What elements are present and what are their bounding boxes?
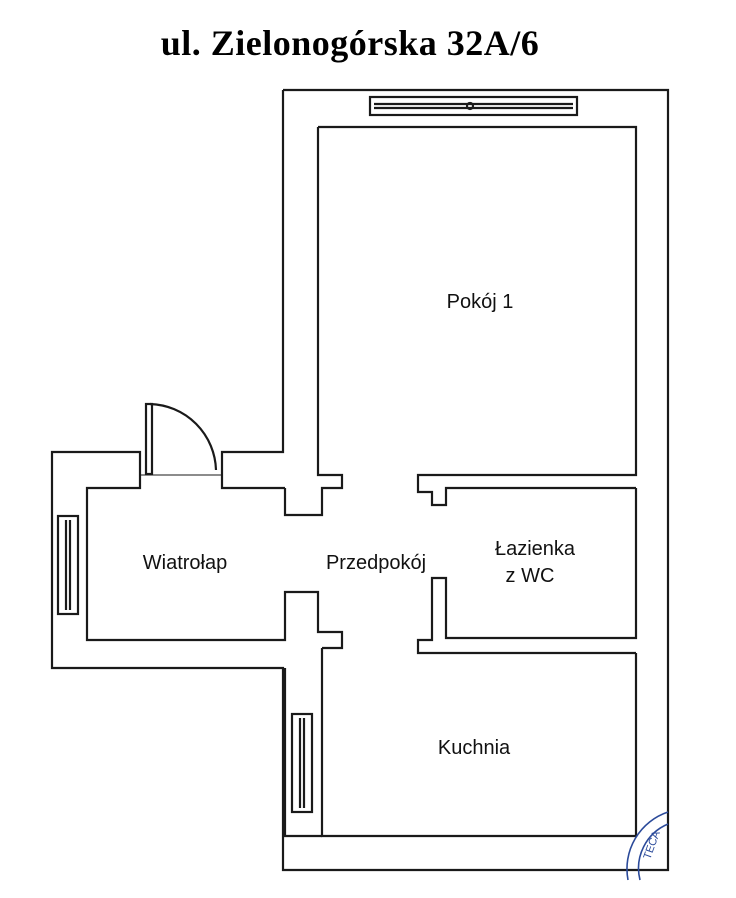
label-lazienka-1: Łazienka (495, 538, 576, 560)
window-top (368, 95, 579, 117)
window-left (56, 514, 80, 616)
label-przedpokoj: Przedpokój (326, 552, 426, 574)
label-kuchnia: Kuchnia (438, 737, 511, 759)
wall-lazienka (416, 488, 638, 655)
plan-title: ul. Zielonogórska 32A/6 (160, 23, 540, 63)
wall-kuchnia (320, 648, 638, 838)
wall-wiatrolap (85, 475, 344, 650)
entrance-door (140, 402, 222, 476)
wall-pokoj-left (283, 127, 344, 517)
outer-wall-upper-left (220, 90, 285, 475)
label-pokoj: Pokój 1 (447, 291, 514, 313)
wall-wiatrolap-top-right (220, 475, 285, 490)
wall-pokoj (318, 125, 638, 507)
outer-wall-main (50, 88, 670, 872)
label-lazienka-2: z WC (506, 565, 555, 587)
stamp-fragment (626, 811, 669, 881)
wall-przedpokoj-bottom-left (283, 668, 322, 838)
label-wiatrolap: Wiatrołap (143, 552, 227, 574)
window-kuchnia (290, 712, 314, 814)
